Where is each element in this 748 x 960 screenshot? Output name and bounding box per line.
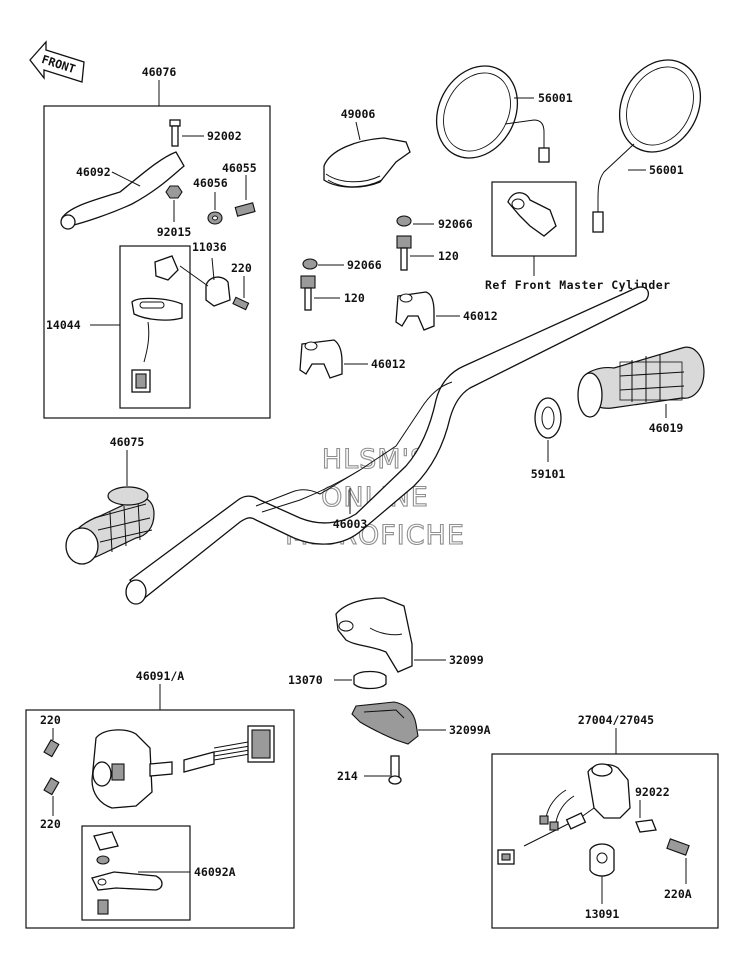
housing-32099A: 32099A — [351, 701, 491, 745]
callout-11036: 11036 — [192, 240, 227, 254]
callout-46012-a: 46012 — [463, 309, 498, 323]
screw-220-left-b: 220 — [40, 777, 61, 831]
clamp-13091: 13091 — [585, 843, 620, 921]
lever-assembly-box — [43, 105, 271, 419]
grip-46019: 46019 — [577, 346, 705, 435]
cap-92066-a: 92066 — [396, 215, 473, 231]
bolt-120-b: 120 — [300, 275, 365, 311]
callout-46092A: 46092A — [194, 865, 236, 879]
callout-214: 214 — [337, 769, 358, 783]
screw-214: 214 — [337, 755, 402, 785]
handguard-49006: 49006 — [323, 107, 411, 188]
callout-56001-b: 56001 — [649, 163, 684, 177]
lever-assembly-group: 46076 92002 46092 92015 46055 — [43, 65, 271, 419]
callout-46076: 46076 — [142, 65, 177, 79]
ref-master-cylinder: Ref Front Master Cylinder — [485, 181, 671, 292]
bracket-11036: 11036 — [179, 240, 231, 307]
mirror-right-56001: 56001 — [592, 59, 702, 233]
callout-92022: 92022 — [635, 785, 670, 799]
handlebar-switch-housing — [91, 725, 275, 809]
cap-92066-b: 92066 — [302, 258, 382, 272]
screw-220A: 220A — [664, 838, 692, 901]
callout-27004: 27004/27045 — [578, 713, 654, 727]
clip-92022: 92022 — [635, 785, 670, 833]
callout-46091A: 46091/A — [136, 669, 185, 683]
callout-120-b: 120 — [344, 291, 365, 305]
callout-46003: 46003 — [333, 517, 368, 531]
callout-46055: 46055 — [222, 161, 257, 175]
callout-92002: 92002 — [207, 129, 242, 143]
lever-46092A-box — [81, 825, 191, 921]
kill-switch-group: 27004/27045 92022 220A 1 — [491, 713, 719, 929]
watermark: HLSM'S ONLINE MICROFICHE — [285, 443, 465, 551]
callout-46092: 46092 — [76, 165, 111, 179]
callout-13091: 13091 — [585, 907, 620, 921]
callout-220-top: 220 — [231, 261, 252, 275]
kill-switch-27004 — [497, 763, 631, 865]
screw-46055: 46055 — [222, 161, 257, 217]
bolt-92002: 92002 — [169, 119, 242, 147]
callout-220-left-a: 220 — [40, 713, 61, 727]
grip-46075: 46075 — [65, 435, 155, 565]
callout-92066-b: 92066 — [347, 258, 382, 272]
callout-92015: 92015 — [157, 225, 192, 239]
callout-46056: 46056 — [193, 176, 228, 190]
bolt-120-a: 120 — [396, 235, 459, 271]
screw-220-left-a: 220 — [40, 713, 61, 758]
callout-46019: 46019 — [649, 421, 684, 435]
callout-32099A: 32099A — [449, 723, 491, 737]
callout-220-left-b: 220 — [40, 817, 61, 831]
callout-56001-a: 56001 — [538, 91, 573, 105]
holder-46012-b: 46012 — [299, 339, 406, 379]
bushing-13070: 13070 — [288, 670, 387, 690]
ring-59101: 59101 — [531, 397, 566, 481]
callout-14044: 14044 — [46, 318, 81, 332]
kill-switch-box — [491, 753, 719, 929]
screw-220-top: 220 — [231, 261, 252, 311]
callout-46012-b: 46012 — [371, 357, 406, 371]
clutch-switch-14044: 14044 — [46, 255, 183, 393]
ref-master-cylinder-label: Ref Front Master Cylinder — [485, 278, 671, 292]
callout-59101: 59101 — [531, 467, 566, 481]
housing-32099: 32099 — [335, 597, 484, 673]
callout-92066-a: 92066 — [438, 217, 473, 231]
callout-120-a: 120 — [438, 249, 459, 263]
callout-13070: 13070 — [288, 673, 323, 687]
clutch-lever-46092: 46092 — [60, 151, 185, 230]
switch-assembly-group: 46091/A 220 220 — [25, 669, 295, 929]
washer-46056: 46056 — [193, 176, 228, 225]
front-direction-arrow: FRONT — [29, 40, 85, 83]
lever-46092A: 46092A — [91, 831, 236, 915]
callout-220A: 220A — [664, 887, 692, 901]
callout-32099: 32099 — [449, 653, 484, 667]
mirror-left-56001: 56001 — [435, 65, 573, 163]
switch-inner-box — [119, 245, 191, 409]
holder-46012-a: 46012 — [395, 291, 498, 331]
handlebar-46003: 46003 — [125, 286, 650, 605]
callout-49006: 49006 — [341, 107, 376, 121]
nut-92015: 92015 — [157, 185, 192, 239]
callout-46075: 46075 — [110, 435, 145, 449]
